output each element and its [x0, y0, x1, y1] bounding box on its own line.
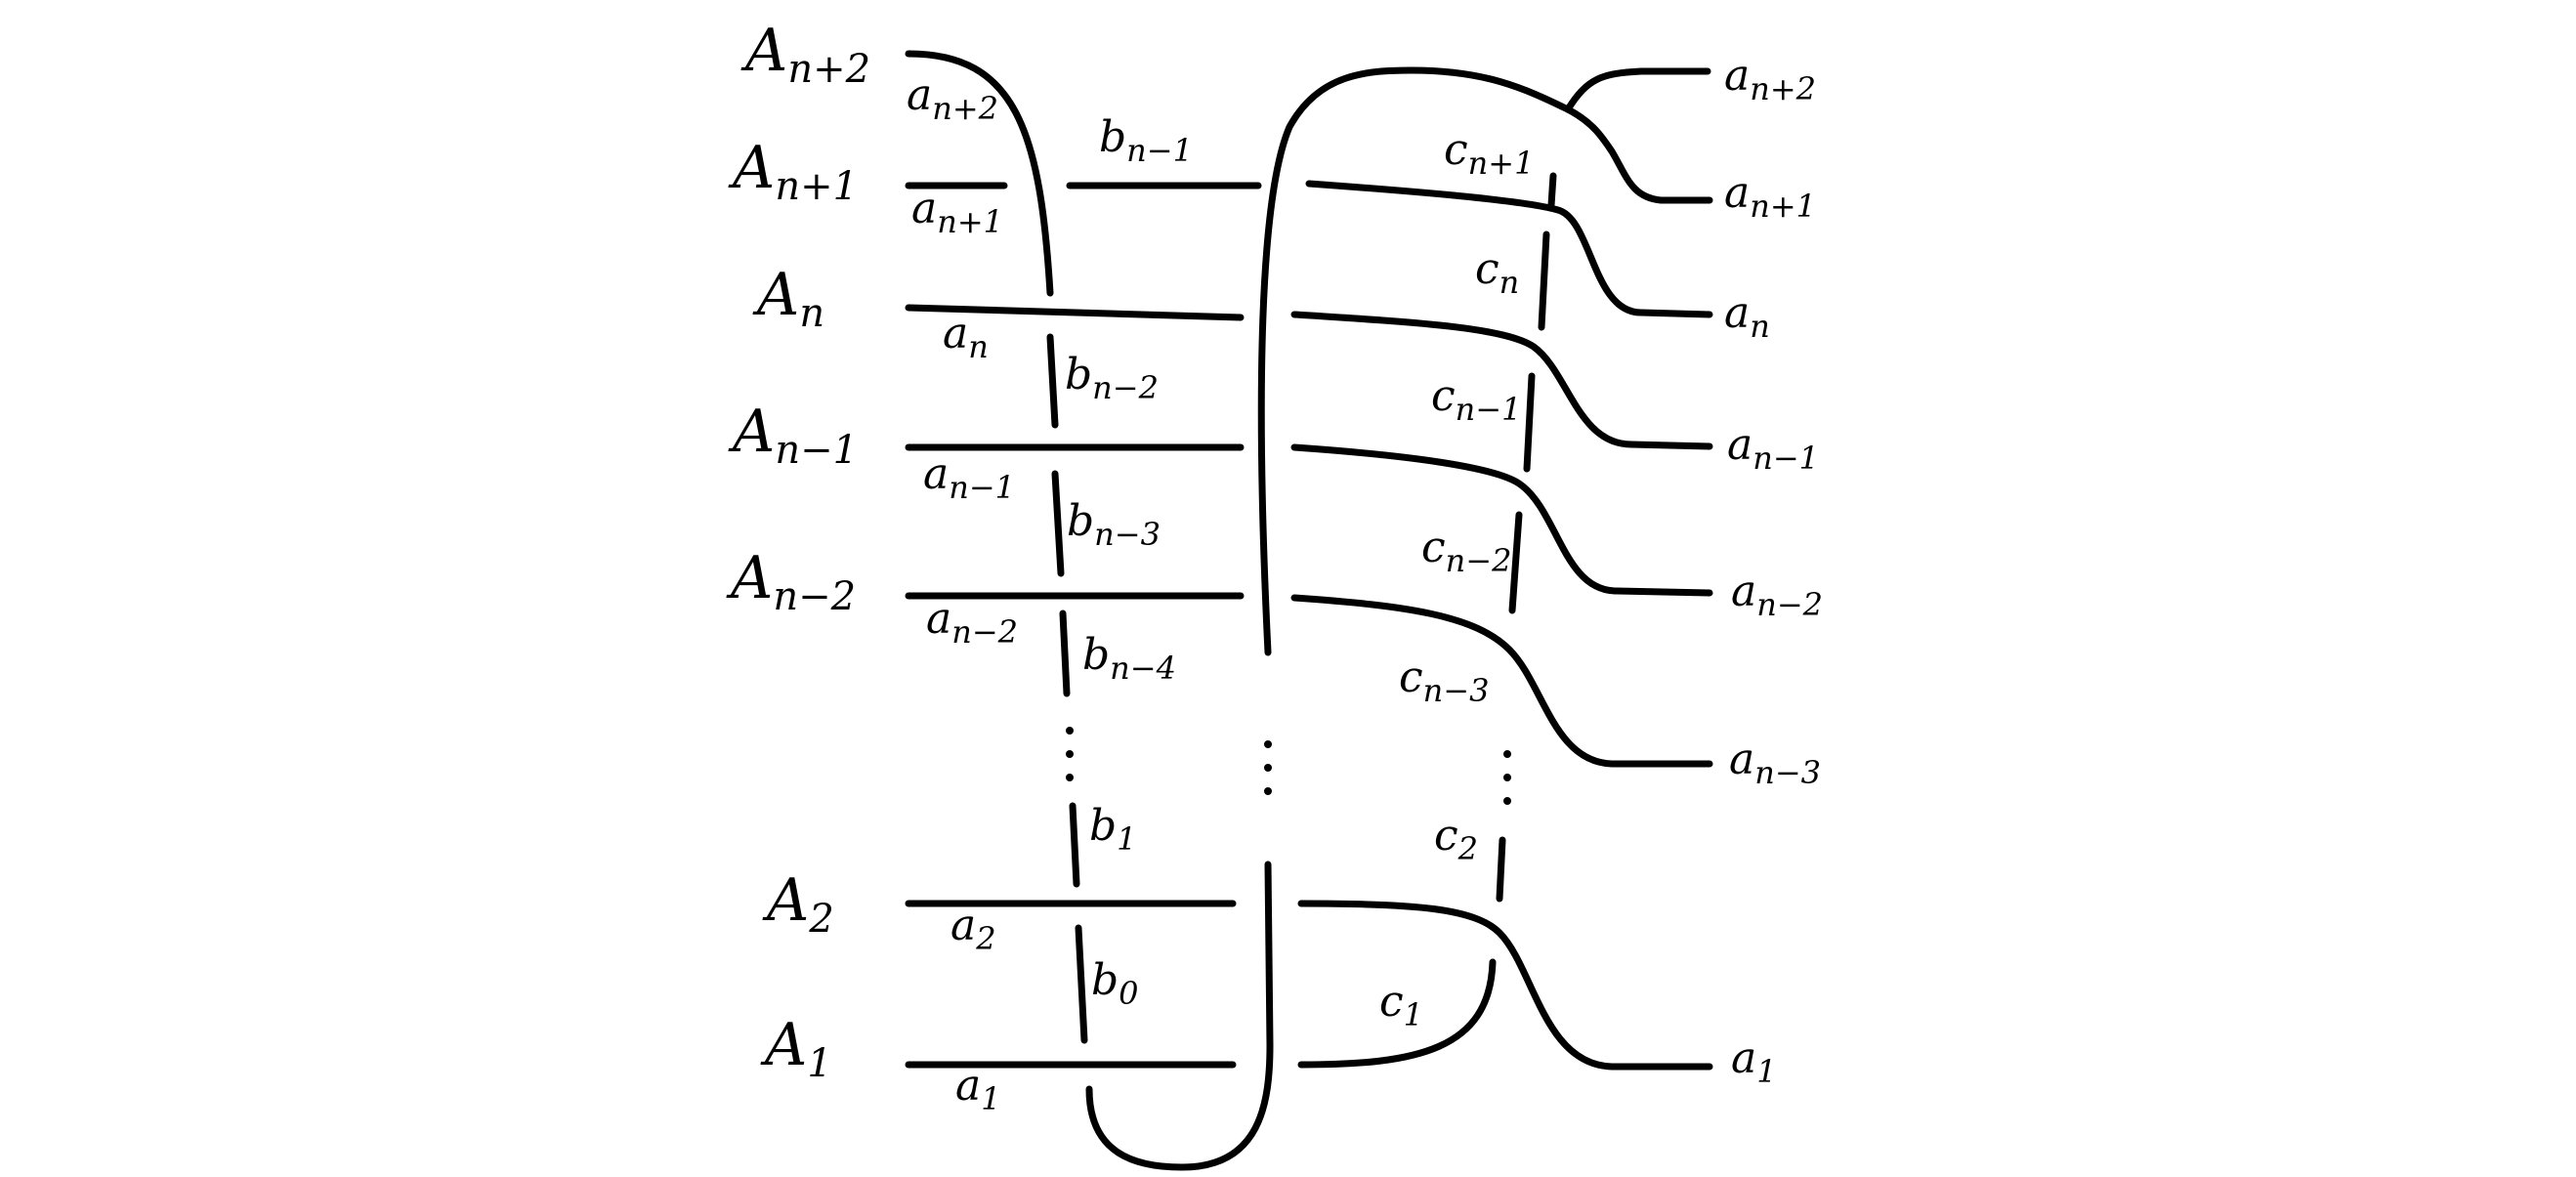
label-c-n1: cn+1	[1444, 125, 1534, 182]
strand-c-n1-arc	[1305, 180, 1713, 318]
strand-c-1-loop	[1297, 958, 1497, 1069]
strand-big-loop-bottom	[1085, 861, 1274, 1171]
label-A-n: An	[752, 261, 824, 336]
label-c-n: cn	[1475, 244, 1519, 301]
label-a-1: a1	[955, 1061, 1001, 1117]
label-right-a-n1: an+1	[1724, 168, 1816, 225]
label-b-nm3: bn−3	[1067, 496, 1161, 553]
strand-c-nm1-vert	[1523, 372, 1536, 473]
strand-b-nm2-arc	[1046, 333, 1059, 429]
ellipsis-loop-column	[1264, 740, 1272, 795]
strand-c-n-arc	[1290, 311, 1713, 450]
label-A-n2: An+2	[740, 17, 870, 92]
label-a-2: a2	[950, 901, 996, 957]
strand-c-nm2-arc	[1290, 594, 1713, 768]
label-right-a-1: a1	[1731, 1033, 1777, 1090]
strand-a-n2-right	[1564, 105, 1713, 204]
label-c-nm2: cn−2	[1421, 523, 1511, 579]
strand-c-nm2-vert	[1508, 511, 1523, 614]
label-b-1: b1	[1089, 801, 1137, 858]
label-a-nm2: an−2	[926, 594, 1018, 651]
ellipsis-c-column	[1503, 750, 1511, 805]
strand-c-2-vert	[1496, 836, 1506, 903]
strand-a-n2-arc	[905, 50, 1054, 297]
label-c-1: c1	[1379, 977, 1423, 1033]
strand-b-0-arc	[1075, 924, 1088, 1044]
strand-a-n-arc	[905, 304, 1245, 321]
label-a-n: an	[943, 309, 989, 365]
label-b-0: b0	[1091, 955, 1139, 1012]
label-b-nm2: bn−2	[1065, 350, 1159, 406]
ellipsis-b-column	[1066, 727, 1074, 781]
strand-b-1-arc	[1069, 802, 1080, 888]
strand-b-nm3-arc	[1051, 470, 1065, 577]
label-right-a-n: an	[1724, 288, 1770, 345]
label-right-a-n2: an+2	[1724, 51, 1816, 107]
label-c-nm3: cn−3	[1399, 652, 1489, 709]
label-A-nm1: An−1	[728, 398, 858, 473]
strand-big-loop-top	[1257, 66, 1572, 656]
label-A-2: A2	[762, 866, 834, 942]
strand-b-nm4-arc	[1059, 610, 1071, 697]
label-right-a-nm2: an−2	[1731, 567, 1823, 623]
label-c-nm1: cn−1	[1431, 371, 1521, 428]
label-right-a-nm1: an−1	[1727, 420, 1819, 477]
label-A-1: A1	[760, 1011, 832, 1086]
label-b-nm4: bn−4	[1082, 630, 1176, 687]
strand-c-n-vert	[1538, 231, 1550, 331]
strand-c-1-arc	[1297, 900, 1713, 1071]
strand-a-n2-branch	[1564, 67, 1711, 113]
strand-c-nm1-arc	[1290, 443, 1713, 597]
label-right-a-nm3: an−3	[1729, 735, 1821, 791]
label-A-nm2: An−2	[726, 544, 856, 619]
label-a-n1: an+1	[911, 184, 1003, 240]
label-a-nm1: an−1	[923, 449, 1015, 506]
label-A-n1: An+1	[728, 134, 858, 209]
label-b-nm1: bn−1	[1099, 112, 1193, 169]
label-a-n2: an+2	[907, 70, 998, 127]
strand-c-n1-vert	[1547, 172, 1557, 209]
label-c-2: c2	[1434, 811, 1478, 867]
